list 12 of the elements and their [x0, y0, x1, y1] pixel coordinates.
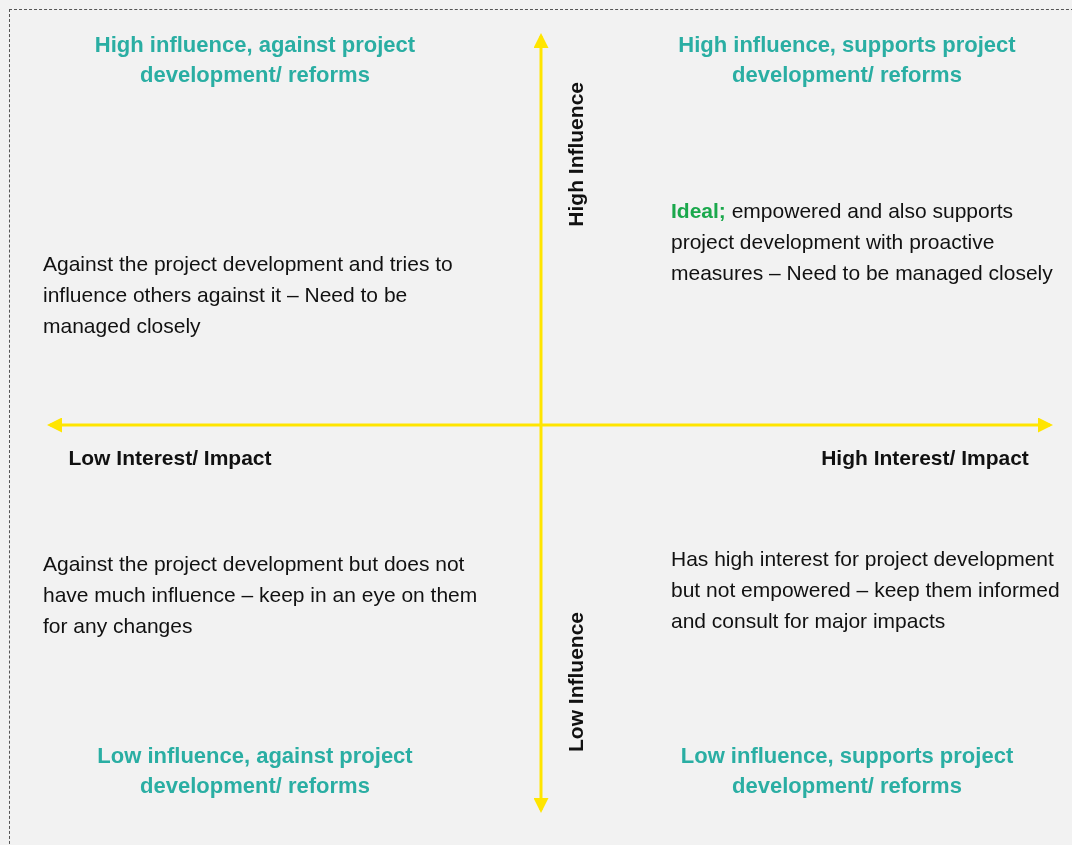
axis-label: High Interest/ Impact: [820, 445, 1030, 471]
quadrant-heading: Low influence, against project development/ reforms: [96, 742, 414, 800]
quadrant-description: Has high interest for project development but not empowered – keep them informed and consult for major impacts: [671, 546, 1061, 634]
quadrant-description: Against the project development but does not have much influence – keep in an eye on them for any changes: [43, 551, 479, 639]
quadrant-heading: High influence, supports project development/ reforms: [677, 31, 1017, 89]
axis-label: Low Interest/ Impact: [67, 445, 273, 471]
quadrant-description: Against the project development and tries to influence others against it – Need to be managed closely: [43, 251, 454, 339]
axis-label: Low Influence: [563, 612, 588, 752]
quadrant-heading: High influence, against project development/ reforms: [93, 31, 417, 89]
axis-label: High Influence: [563, 82, 588, 227]
quadrant-description: Ideal; empowered and also supports project development with proactive measures – Need to be managed closely: [671, 198, 1054, 286]
quadrant-heading: Low influence, supports project development/ reforms: [679, 742, 1015, 800]
